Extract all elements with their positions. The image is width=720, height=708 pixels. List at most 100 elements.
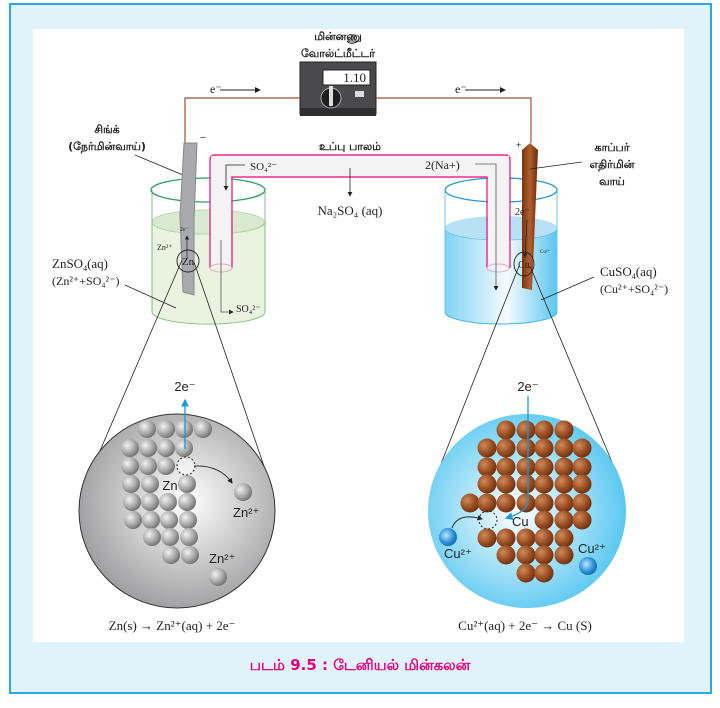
zinc-atom [142, 511, 160, 529]
zinc-atom [122, 475, 140, 493]
zinc-atom [123, 493, 141, 511]
copper-atom [496, 457, 516, 477]
zinc-ion [209, 568, 227, 586]
zinc-beaker [150, 177, 266, 325]
copper-atom [534, 438, 554, 458]
copper-atom [572, 438, 592, 458]
copper-atom [516, 493, 536, 513]
copper-atom [534, 528, 554, 548]
external-wire [184, 97, 532, 143]
copper-atom [477, 438, 497, 458]
zinc-atom [178, 475, 196, 493]
zinc-atom [139, 457, 157, 475]
zinc-zoom-electrons: 2e⁻ [174, 379, 195, 394]
copper-solution-ions: (Cu²⁺+SO₄²⁻) [600, 282, 668, 296]
copper-electrode-ion: Cu²⁺ [540, 249, 550, 255]
copper-atom [516, 563, 536, 583]
zinc-ion [234, 483, 252, 501]
zinc-atom [181, 546, 199, 564]
electron-flow-left: e⁻ [210, 82, 222, 96]
copper-atom [516, 545, 536, 565]
zinc-zoom-ion-1: Zn²⁺ [233, 505, 259, 520]
zinc-half-reaction: Zn(s) → Zn²⁺(aq) + 2e⁻ [109, 618, 236, 633]
copper-atom [554, 457, 574, 477]
copper-atom [516, 474, 536, 494]
copper-electrode-symbol: Cu [518, 260, 530, 271]
zinc-atom [124, 511, 142, 529]
copper-atom [496, 438, 516, 458]
zinc-atom [138, 420, 156, 438]
zinc-sign: − [200, 133, 206, 144]
copper-atom [534, 474, 554, 494]
zinc-atom [157, 439, 175, 457]
zinc-solution-ions: (Zn²⁺+SO₄²⁻) [52, 274, 119, 288]
copper-atom [477, 528, 497, 548]
voltmeter-display [322, 69, 371, 86]
copper-atom [554, 493, 574, 513]
copper-atom [516, 457, 536, 477]
zinc-electrode-symbol: Zn [182, 256, 195, 268]
copper-zoom-marker [513, 251, 535, 277]
zinc-atom [141, 475, 159, 493]
copper-atom [460, 493, 480, 513]
copper-atom [496, 528, 516, 548]
copper-atom [554, 545, 574, 565]
zinc-atom [194, 420, 212, 438]
copper-zoom-ion-1: Cu²⁺ [444, 546, 472, 561]
copper-atom [534, 563, 554, 583]
copper-electrode-electrons: 2e⁻ [515, 207, 530, 218]
zinc-label-2: (நேர்மின்வாய்) [68, 140, 146, 154]
voltmeter-reading: 1.10 [343, 70, 366, 85]
zinc-solution-label: ZnSO4(aq) [52, 256, 108, 273]
zinc-vacancy [176, 456, 196, 476]
zinc-atom [175, 439, 193, 457]
copper-label-1: காப்பர் [595, 141, 630, 154]
copper-label-2: எதிர்மின் [590, 158, 635, 172]
salt-bridge-content: Na₂SO₄ (aq) [317, 203, 382, 218]
zinc-zoom-marker [176, 249, 200, 273]
copper-ion [439, 528, 457, 546]
zinc-atom [143, 528, 161, 546]
voltmeter-label-1: மின்னணு [314, 30, 362, 44]
copper-atom [572, 510, 592, 530]
copper-atom [516, 438, 536, 458]
copper-label-3: வாய் [599, 175, 625, 188]
zinc-zoom-atom: Zn [162, 478, 177, 493]
copper-atom [534, 510, 554, 530]
copper-atom [477, 457, 497, 477]
zinc-atom [159, 493, 177, 511]
copper-sign: + [516, 140, 521, 150]
zinc-electrode-electrons: 2e⁻ [180, 227, 189, 233]
salt-bridge-right-ion: 2(Na+) [425, 158, 460, 172]
zinc-atom [180, 528, 198, 546]
zinc-label-1: சிங்க் [94, 123, 119, 136]
zinc-zoom-ion-2: Zn²⁺ [209, 551, 235, 566]
zinc-atom [178, 493, 196, 511]
salt-bridge-left-ion: SO₄²⁻ [250, 161, 277, 173]
zinc-atom [157, 420, 175, 438]
copper-ion [579, 557, 597, 575]
electron-flow-right: e⁻ [455, 82, 467, 96]
zinc-electrode [179, 142, 198, 296]
zinc-atom [160, 511, 178, 529]
zinc-sulfate-ion: SO₄²⁻ [236, 304, 261, 315]
copper-zoom-ion-2: Cu²⁺ [578, 541, 606, 556]
copper-atom [477, 493, 497, 513]
zinc-atom [157, 457, 175, 475]
zinc-atom [175, 420, 193, 438]
copper-zoom-electrons: 2e⁻ [517, 379, 538, 394]
zinc-atom [121, 457, 139, 475]
copper-atom [477, 474, 497, 494]
copper-atom [496, 474, 516, 494]
copper-atom [554, 474, 574, 494]
zinc-atom [141, 493, 159, 511]
copper-atom [572, 493, 592, 513]
figure-caption: படம் 9.5 : டேனியல் மின்கலன் [250, 656, 471, 674]
zinc-atom [139, 439, 157, 457]
zinc-atom [179, 511, 197, 529]
copper-atom [534, 457, 554, 477]
zinc-electrode-ion: Zn²⁺ [157, 243, 173, 252]
zinc-atom [121, 439, 139, 457]
copper-atom [554, 528, 574, 548]
